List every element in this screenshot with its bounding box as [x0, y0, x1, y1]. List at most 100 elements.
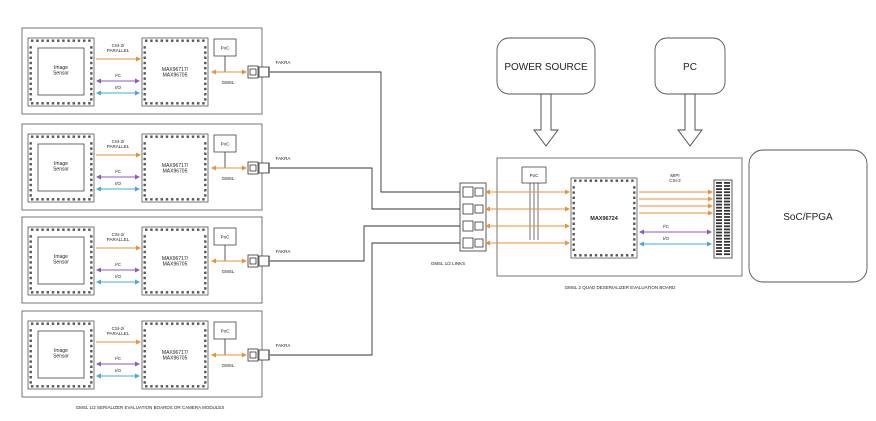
pin [165, 322, 169, 325]
pin [155, 322, 158, 325]
pin [31, 135, 34, 138]
pin [204, 376, 207, 379]
image-sensor-inner [37, 330, 85, 379]
pin [150, 228, 153, 231]
pin [204, 51, 207, 54]
pin [143, 189, 146, 192]
pin [171, 291, 174, 294]
gmsl-link-cable [270, 225, 462, 262]
serializer-chip-pins [143, 228, 207, 294]
fakra-connector-plug [258, 162, 270, 174]
pin [90, 173, 93, 176]
pin [202, 135, 205, 138]
pin [155, 385, 158, 388]
pin [202, 291, 205, 294]
pin [29, 370, 32, 374]
pin [29, 142, 32, 145]
pin [633, 248, 636, 251]
pin [143, 61, 146, 65]
pin [600, 179, 603, 182]
pin [579, 254, 582, 257]
pin [77, 135, 81, 138]
image-sensor-block-pins [29, 39, 93, 105]
serializer-chip-pins [143, 135, 207, 201]
pin [72, 135, 75, 138]
pin [29, 266, 32, 269]
max96724-chip [570, 177, 638, 259]
connector-pin [724, 185, 730, 187]
csi-label: CSI-2/PARALLEL [107, 232, 130, 242]
pin [191, 102, 195, 105]
soc-fpga-label: SoC/FPGA [783, 212, 833, 223]
pin [62, 102, 65, 105]
pin [90, 365, 93, 368]
pin [589, 179, 592, 182]
pin [88, 228, 91, 231]
pin [633, 212, 636, 215]
pin [67, 385, 70, 388]
deser-poc-label: PoC [530, 173, 540, 178]
pin [204, 46, 207, 49]
pin [181, 322, 184, 325]
pin [143, 376, 146, 379]
pin [176, 322, 179, 325]
pin [36, 198, 39, 201]
pin [176, 135, 179, 138]
pin [204, 157, 207, 161]
pin [90, 370, 93, 374]
pin [72, 385, 75, 388]
pin [29, 329, 32, 332]
serializer-chip-label: MAX96717/MAX96705 [162, 163, 189, 175]
pin [90, 77, 93, 80]
pin [90, 271, 93, 274]
pin [145, 322, 148, 325]
pin [605, 254, 608, 257]
fakra-connector-socket [249, 257, 257, 265]
pin [83, 135, 86, 138]
pin [594, 254, 598, 257]
pin [29, 77, 32, 80]
pin [633, 196, 636, 199]
pin [191, 135, 195, 138]
pin [574, 254, 577, 257]
pin [186, 198, 189, 201]
power-source-label: POWER SOURCE [504, 62, 588, 73]
connector-pin [716, 250, 722, 252]
connector-pin [716, 219, 722, 221]
connector-pin [716, 188, 722, 190]
connector-pin [716, 247, 722, 249]
connector-pin [716, 191, 722, 194]
serializer-chip [141, 133, 209, 203]
pin [143, 72, 146, 75]
pin [77, 228, 81, 231]
pin [572, 222, 575, 225]
fakra-stack-plug [462, 203, 474, 215]
pin [143, 93, 146, 96]
pin [204, 350, 207, 353]
pin [143, 365, 146, 368]
pin [204, 93, 207, 96]
pin [31, 291, 34, 294]
pin [36, 322, 39, 325]
pin [72, 198, 75, 201]
pin [204, 152, 207, 155]
pin [90, 360, 93, 363]
pin [88, 385, 91, 388]
pin [29, 61, 32, 65]
pin [67, 322, 70, 325]
pin [633, 217, 636, 220]
pin [29, 245, 32, 248]
pin [143, 344, 146, 348]
pin [77, 291, 81, 294]
pin [176, 291, 179, 294]
pin [160, 385, 163, 388]
pin [204, 82, 207, 85]
pin [67, 39, 70, 42]
pin [67, 102, 70, 105]
pin [204, 370, 207, 374]
pin [191, 385, 195, 388]
pin [145, 291, 148, 294]
pin [51, 198, 55, 201]
pin [41, 291, 44, 294]
